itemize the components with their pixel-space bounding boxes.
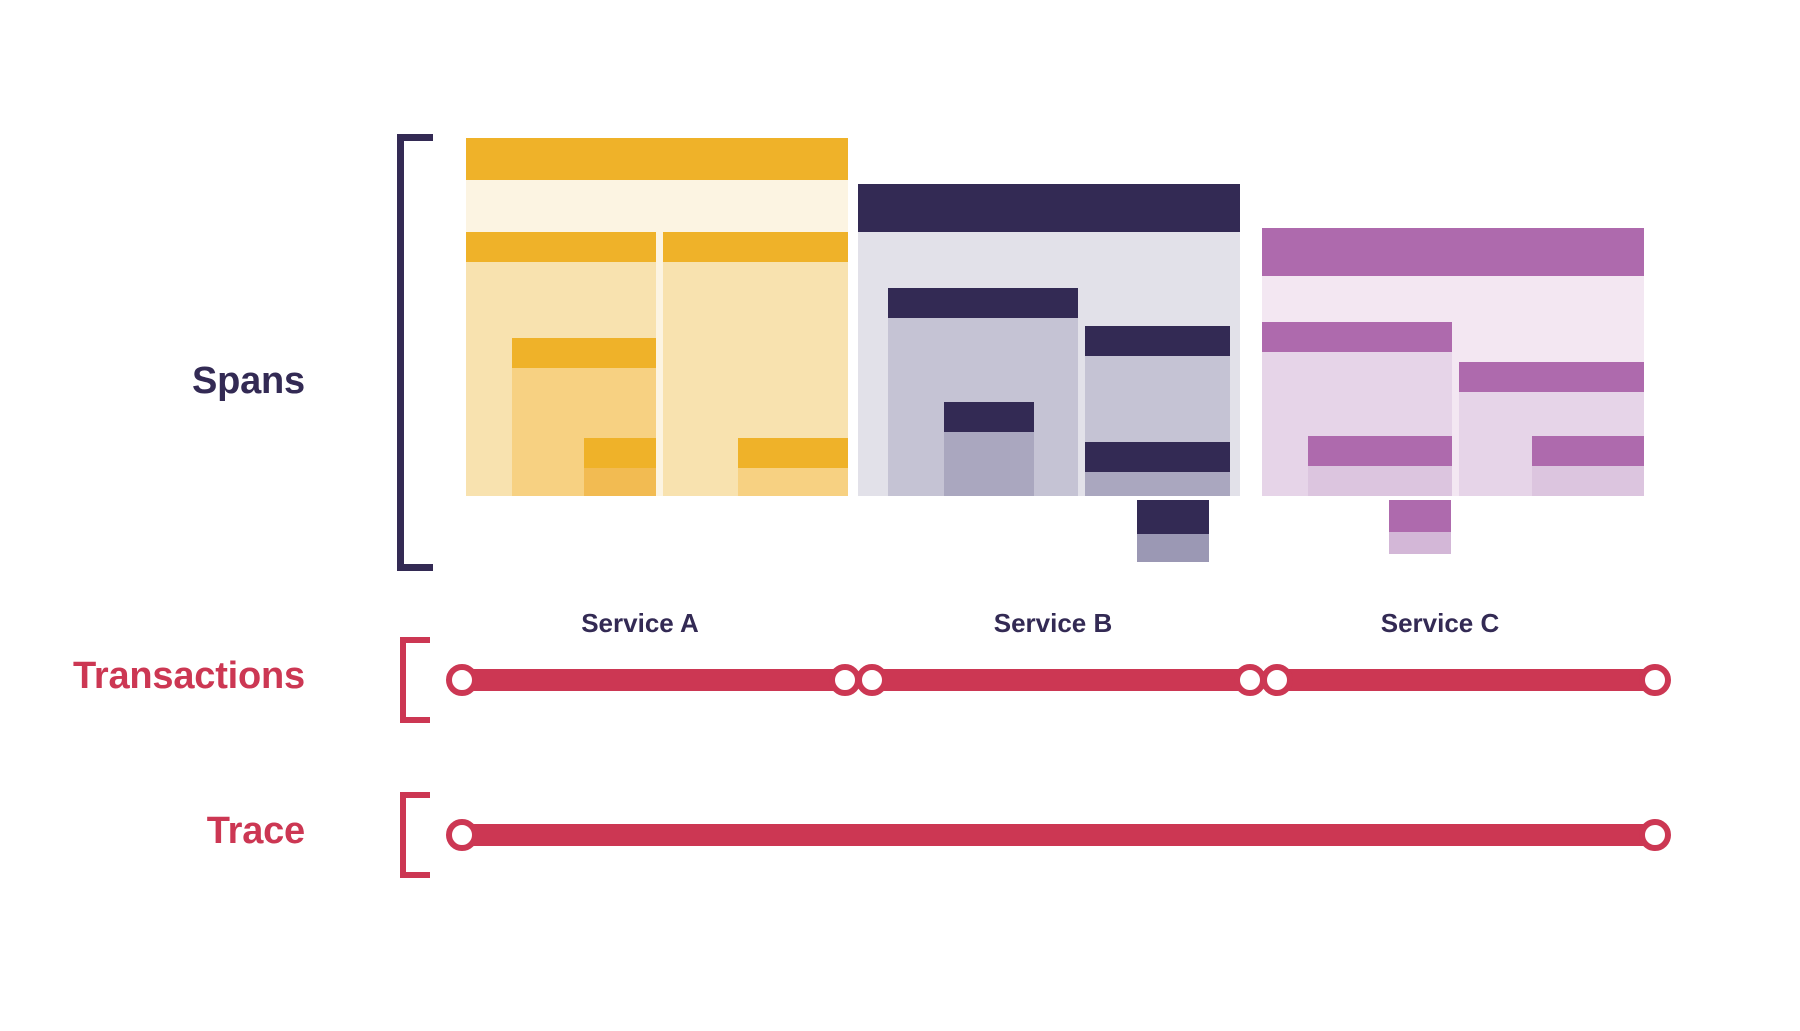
span-c-gchild-2 bbox=[1532, 436, 1644, 496]
transaction-node-b-start[interactable] bbox=[856, 664, 888, 696]
span-b-gchild-2 bbox=[1085, 442, 1230, 496]
span-a-gchild-1 bbox=[512, 338, 656, 496]
span-a-child-1-header bbox=[466, 232, 656, 262]
span-a-root-header bbox=[466, 138, 848, 180]
span-b-ggchild-header bbox=[1137, 500, 1209, 534]
span-c-child-2-header bbox=[1459, 362, 1644, 392]
row-label-spans: Spans bbox=[191, 360, 305, 402]
span-c-gchild-1 bbox=[1308, 436, 1452, 496]
span-a-child-2-header bbox=[663, 232, 848, 262]
span-a-gchild-1-header bbox=[512, 338, 656, 368]
row-label-transactions: Transactions bbox=[72, 655, 305, 697]
span-b-ggchild bbox=[1137, 500, 1209, 562]
span-b-child-1-header bbox=[888, 288, 1078, 318]
span-a-ggchild bbox=[584, 438, 656, 496]
span-c-root-header bbox=[1262, 228, 1644, 276]
span-c-child-1-header bbox=[1262, 322, 1452, 352]
transaction-segment-b bbox=[872, 669, 1250, 691]
span-a-ggchild-header bbox=[584, 438, 656, 468]
span-c-gchild-1-header bbox=[1308, 436, 1452, 466]
service-caption-service-b: Service B bbox=[993, 608, 1113, 638]
span-a-gchild-2 bbox=[738, 438, 848, 496]
transactions-bracket bbox=[400, 637, 430, 723]
transaction-node-a-start[interactable] bbox=[446, 664, 478, 696]
span-b-child-2-header bbox=[1085, 326, 1230, 356]
row-label-trace: Trace bbox=[206, 810, 306, 852]
trace-bracket bbox=[400, 792, 430, 878]
trace-segment-full bbox=[462, 824, 1655, 846]
trace-node-end[interactable] bbox=[1639, 819, 1671, 851]
service-caption-service-a: Service A bbox=[581, 608, 699, 638]
span-b-root-header bbox=[858, 184, 1240, 232]
service-caption-service-c: Service C bbox=[1380, 608, 1500, 638]
transaction-segment-c bbox=[1277, 669, 1655, 691]
transaction-node-c-end[interactable] bbox=[1639, 664, 1671, 696]
span-c-gchild-2-header bbox=[1532, 436, 1644, 466]
span-b-gchild-1 bbox=[944, 402, 1034, 496]
trace-node-start[interactable] bbox=[446, 819, 478, 851]
transaction-segment-a bbox=[462, 669, 845, 691]
span-b-gchild-2-header bbox=[1085, 442, 1230, 472]
spans-bracket bbox=[397, 134, 433, 571]
span-c-ggchild-header bbox=[1389, 500, 1451, 532]
span-a-gchild-2-header bbox=[738, 438, 848, 468]
span-b-gchild-1-header bbox=[944, 402, 1034, 432]
span-c-ggchild bbox=[1389, 500, 1451, 554]
transaction-node-c-start[interactable] bbox=[1261, 664, 1293, 696]
